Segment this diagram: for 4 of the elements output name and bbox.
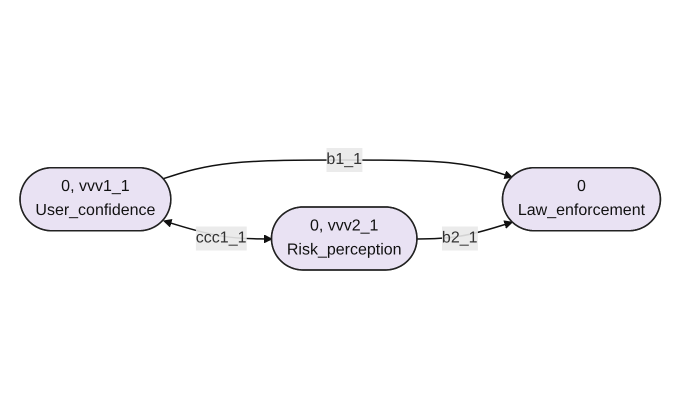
arrow	[162, 158, 513, 179]
edge-label: b1_1	[326, 150, 362, 168]
edge-label: b2_1	[442, 228, 478, 246]
edge-label: ccc1_1	[196, 228, 246, 246]
